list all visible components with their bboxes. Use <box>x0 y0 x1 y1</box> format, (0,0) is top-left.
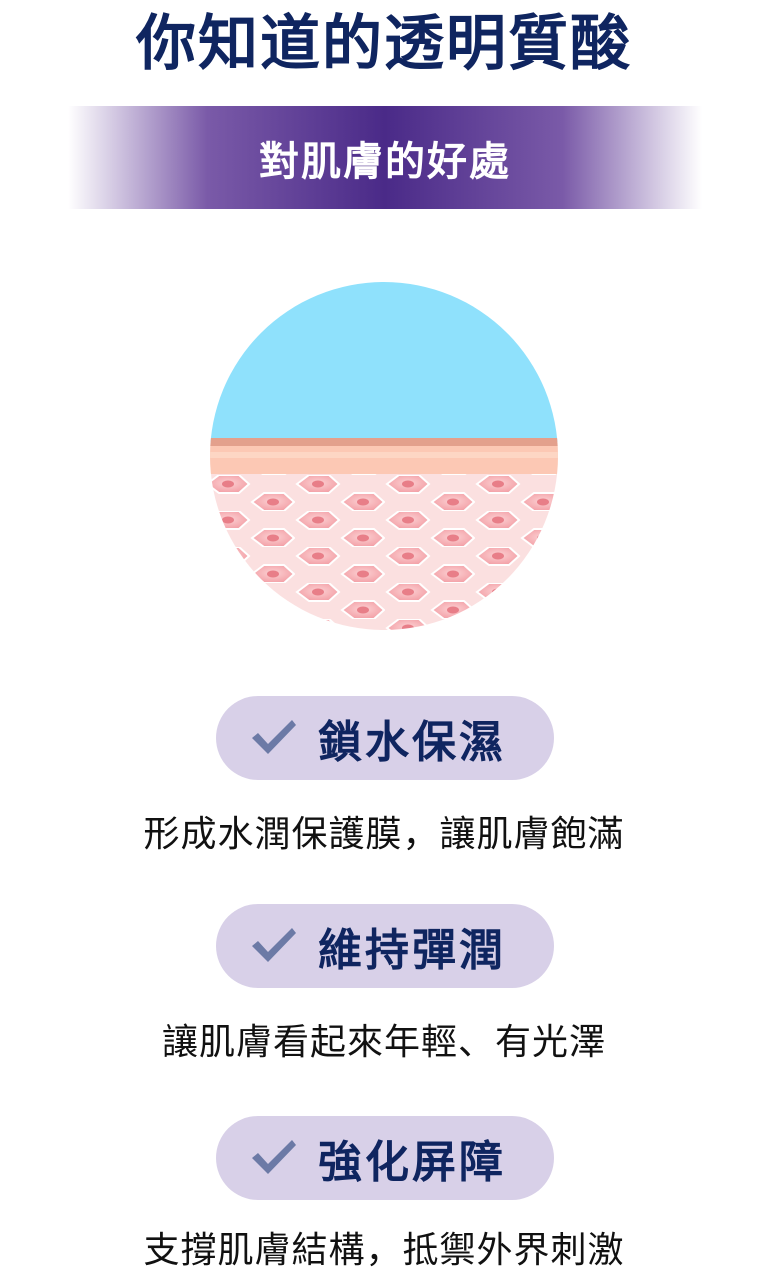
benefit-description: 讓肌膚看起來年輕、有光澤 <box>161 1022 606 1063</box>
benefit-description: 支撐肌膚結構，抵禦外界刺激 <box>143 1230 625 1271</box>
benefit-label: 強化屏障 <box>318 1137 506 1188</box>
benefit-pill: 強化屏障 <box>216 1116 554 1200</box>
benefit-description: 形成水潤保護膜，讓肌膚飽滿 <box>143 814 625 855</box>
benefit-label: 維持彈潤 <box>318 925 506 976</box>
subtitle-text: 對肌膚的好處 <box>259 138 511 185</box>
skin-illustration <box>210 282 558 630</box>
check-icon <box>252 928 296 962</box>
check-icon <box>252 1140 296 1174</box>
check-icon <box>252 720 296 754</box>
benefit-pill: 鎖水保濕 <box>216 696 554 780</box>
benefit-pill: 維持彈潤 <box>216 904 554 988</box>
subtitle-banner: 對肌膚的好處 <box>68 106 702 209</box>
page-title: 你知道的透明質酸 <box>136 9 632 79</box>
benefit-label: 鎖水保濕 <box>318 717 506 768</box>
